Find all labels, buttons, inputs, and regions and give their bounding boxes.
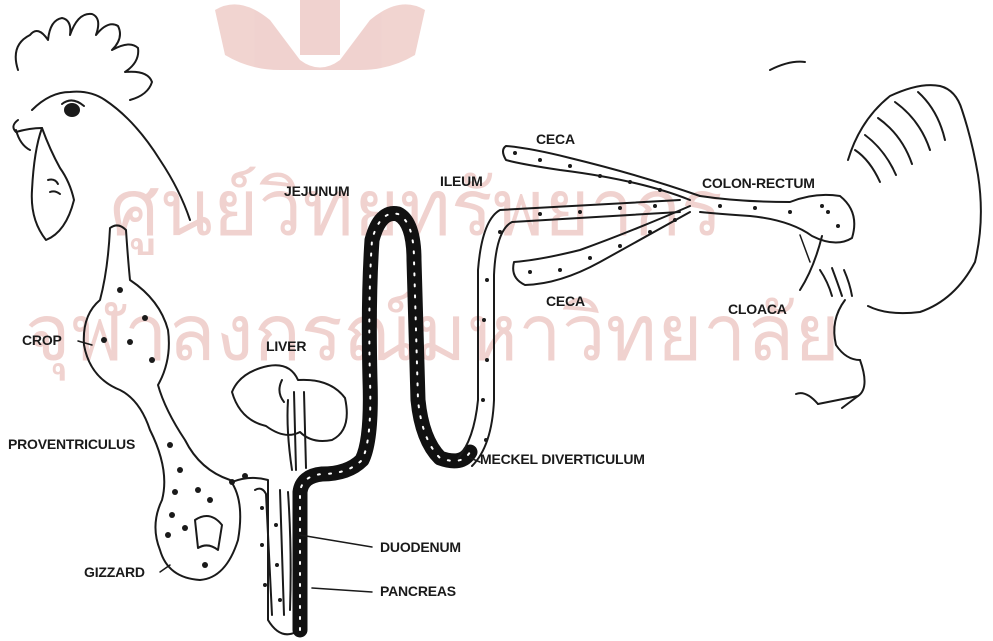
label-duodenum: DUODENUM (380, 540, 461, 554)
ceca-lower (513, 206, 690, 285)
ceca-dots (513, 151, 677, 274)
label-crop: CROP (22, 333, 62, 347)
rooster-body-drawing (770, 62, 981, 408)
label-cloaca: CLOACA (728, 302, 787, 316)
crop-gizzard-outline (84, 225, 240, 580)
label-ceca-upper: CECA (536, 132, 575, 146)
crop-dots (101, 287, 248, 568)
ceca-upper (503, 146, 700, 200)
label-jejunum: JEJUNUM (284, 184, 350, 198)
label-ceca-lower: CECA (546, 294, 585, 308)
ileum-dots (481, 204, 657, 442)
jejunum-tube (300, 214, 470, 630)
duodenum-loop (232, 478, 296, 634)
colon-rectum-tube (700, 195, 854, 290)
jejunum-speckle (300, 214, 470, 630)
label-gizzard: GIZZARD (84, 565, 145, 579)
label-meckel-diverticulum: MECKEL DIVERTICULUM (480, 452, 645, 466)
label-pancreas: PANCREAS (380, 584, 456, 598)
ileum-tube (458, 200, 680, 466)
label-proventriculus: PROVENTRICULUS (8, 437, 135, 451)
rooster-head-drawing (13, 14, 190, 240)
liver-drawing (232, 365, 347, 470)
label-ileum: ILEUM (440, 174, 483, 188)
label-liver: LIVER (266, 339, 306, 353)
label-colon-rectum: COLON-RECTUM (702, 176, 815, 190)
